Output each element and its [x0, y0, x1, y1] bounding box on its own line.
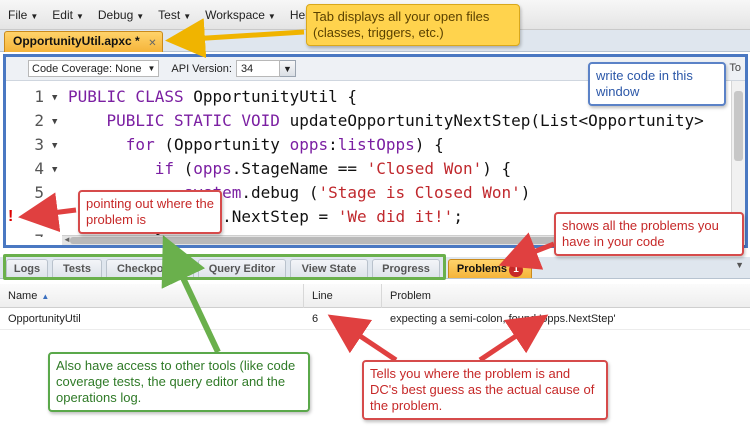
code-token: (Opportunity — [164, 135, 290, 154]
column-header-problem[interactable]: Problem — [390, 290, 431, 302]
fold-toggle-icon[interactable]: ▼ — [52, 141, 58, 151]
code-text: } — [68, 229, 165, 237]
toolbar-right-label: To — [729, 62, 741, 74]
chevron-down-icon: ▼ — [136, 11, 145, 21]
callout-shows-problems: shows all the problems you have in your … — [554, 212, 744, 256]
tab-tests[interactable]: Tests — [52, 259, 102, 278]
code-line[interactable]: 7 } — [6, 229, 734, 237]
line-number: 4 — [34, 159, 44, 178]
fold-toggle-icon[interactable]: ▼ — [52, 93, 58, 103]
api-version-label: API Version: — [171, 62, 232, 75]
column-header-line[interactable]: Line — [304, 284, 382, 308]
code-token: OpportunityUtil { — [193, 87, 357, 106]
code-token: updateOpportunityNextStep(List<Opportuni… — [289, 111, 704, 130]
code-text: if (opps.StageName == 'Closed Won') { — [68, 157, 511, 181]
chevron-down-icon: ▼ — [30, 11, 39, 21]
problem-description: expecting a semi-colon, found 'opps.Next… — [390, 313, 616, 325]
api-version-select[interactable]: 34 — [235, 60, 280, 77]
tab-logs[interactable]: Logs — [6, 259, 48, 278]
chevron-down-icon: ▼ — [183, 11, 192, 21]
code-line[interactable]: 3 ▼ for (Opportunity opps:listOpps) { — [6, 133, 734, 157]
code-token: ) { — [482, 159, 512, 178]
sort-ascending-icon: ▲ — [41, 292, 50, 301]
chevron-down-icon: ▼ — [75, 11, 84, 21]
code-text: PUBLIC CLASS OpportunityUtil { — [68, 85, 357, 109]
line-number: 5 — [34, 183, 44, 202]
file-tab-opportunityutil[interactable]: OpportunityUtil.apxc * ✕ — [4, 31, 163, 52]
menu-file[interactable]: File▼ — [8, 7, 39, 22]
problem-count-badge: 1 — [509, 263, 524, 277]
error-marker-icon: ! — [8, 208, 14, 225]
problem-line-number: 6 — [312, 313, 319, 325]
code-token: PUBLIC CLASS — [68, 87, 194, 106]
code-line[interactable]: 4 ▼ if (opps.StageName == 'Closed Won') { — [6, 157, 734, 181]
column-header-name[interactable]: Name▲ — [0, 284, 304, 308]
file-tab-label: OpportunityUtil.apxc * — [13, 34, 140, 48]
line-number: 6 — [34, 207, 44, 226]
menu-test[interactable]: Test▼ — [158, 7, 192, 22]
line-number: 3 — [34, 135, 44, 154]
tab-progress[interactable]: Progress — [372, 259, 440, 278]
code-line[interactable]: 1 ▼ PUBLIC CLASS OpportunityUtil { — [6, 85, 734, 109]
code-token: for — [68, 135, 165, 154]
scrollbar-thumb[interactable] — [70, 237, 670, 244]
line-number: 1 — [34, 87, 44, 106]
code-token: 'We did it!' — [337, 207, 454, 226]
callout-tab: Tab displays all your open files (classe… — [306, 4, 520, 46]
line-number: 2 — [34, 111, 44, 130]
tab-view-state[interactable]: View State — [290, 259, 368, 278]
code-token: ) { — [414, 135, 444, 154]
table-row[interactable]: OpportunityUtil 6 expecting a semi-colon… — [0, 308, 750, 330]
close-icon[interactable]: ✕ — [148, 38, 157, 49]
code-text: PUBLIC STATIC VOID updateOpportunityNext… — [68, 109, 704, 133]
code-token: ) — [520, 183, 531, 202]
code-line[interactable]: 5 system.debug ('Stage is Closed Won') — [6, 181, 734, 205]
code-token: 'Closed Won' — [366, 159, 483, 178]
vertical-scrollbar[interactable] — [731, 81, 745, 241]
code-token: .StageName == — [231, 159, 367, 178]
code-token: } — [68, 231, 165, 237]
fold-toggle-icon[interactable]: ▼ — [52, 165, 58, 175]
api-version-value: 34 — [240, 62, 254, 75]
problem-file-name: OpportunityUtil — [8, 313, 81, 325]
horizontal-scrollbar[interactable]: ◄ — [62, 235, 734, 245]
menu-workspace[interactable]: Workspace▼ — [205, 7, 276, 22]
line-number: 7 — [26, 229, 44, 237]
callout-other-tools: Also have access to other tools (like co… — [48, 352, 310, 412]
problems-table-header: Name▲ Line Problem — [0, 284, 750, 308]
tools-tabs-highlight — [3, 254, 446, 280]
scrollbar-thumb[interactable] — [734, 91, 743, 161]
scroll-left-icon[interactable]: ◄ — [63, 235, 71, 244]
code-text: system.debug ('Stage is Closed Won') — [68, 181, 531, 205]
code-token: 'Stage is Closed Won' — [318, 183, 521, 202]
code-token: opps — [289, 135, 329, 154]
code-token: : — [328, 135, 338, 154]
menu-edit[interactable]: Edit▼ — [52, 7, 84, 22]
code-token: ( — [183, 159, 194, 178]
chevron-down-icon: ▼ — [147, 64, 156, 73]
code-token: listOpps — [337, 135, 415, 154]
callout-tells-problem: Tells you where the problem is and DC's … — [362, 360, 608, 420]
menu-debug[interactable]: Debug▼ — [97, 7, 145, 22]
code-token: opps — [193, 159, 232, 178]
api-version-dropdown-button[interactable]: ▼ — [279, 60, 296, 77]
chevron-down-icon: ▼ — [267, 11, 276, 21]
fold-toggle-icon[interactable]: ▼ — [52, 117, 58, 127]
code-token: PUBLIC STATIC VOID — [68, 111, 290, 130]
callout-write-code: write code in this window — [588, 62, 726, 106]
code-coverage-select[interactable]: Code Coverage: None ▼ — [28, 60, 160, 77]
code-token: if — [68, 159, 184, 178]
code-line[interactable]: 2 ▼ PUBLIC STATIC VOID updateOpportunityN… — [6, 109, 734, 133]
code-token: .debug ( — [241, 183, 319, 202]
code-coverage-value: Code Coverage: None — [32, 62, 142, 75]
code-text: for (Opportunity opps:listOpps) { — [68, 133, 444, 157]
code-token: ; — [453, 207, 463, 226]
callout-pointing-problem: pointing out where the problem is — [78, 190, 222, 234]
chevron-down-icon[interactable]: ▼ — [735, 260, 744, 270]
chevron-down-icon: ▼ — [282, 63, 292, 74]
